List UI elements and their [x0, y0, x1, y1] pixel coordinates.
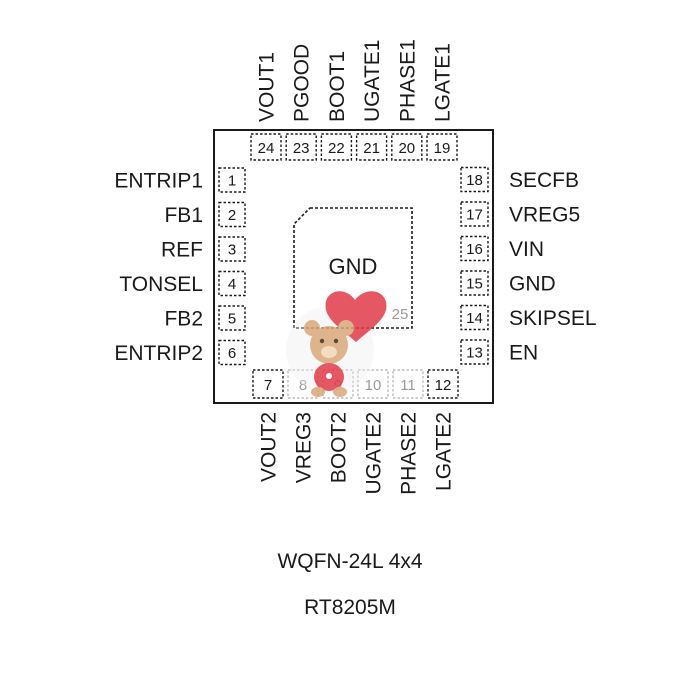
- pin-label-9: BOOT2: [328, 412, 351, 483]
- ic-body: [213, 129, 494, 404]
- pin-pad-3: [218, 236, 246, 262]
- pin-number-2: 2: [228, 207, 236, 224]
- pin-pad-16: [460, 235, 489, 262]
- pin-label-7: VOUT2: [258, 412, 281, 482]
- pin-label-10: UGATE2: [363, 412, 386, 494]
- pin-pad-7: [252, 369, 284, 399]
- pin-number-21: 21: [363, 140, 380, 157]
- pin-label-11: PHASE2: [398, 412, 421, 495]
- pin-pad-21: [355, 133, 388, 161]
- pin-number-15: 15: [466, 276, 483, 293]
- pin-number-23: 23: [293, 140, 310, 157]
- pin-pad-5: [218, 305, 246, 331]
- pin-pad-22: [320, 133, 353, 161]
- pin-label-17: VREG5: [509, 204, 580, 227]
- pin-label-8: VREG3: [293, 412, 316, 483]
- pin-label-23: PGOOD: [291, 44, 314, 122]
- pin-pad-23: [285, 133, 317, 161]
- pin-label-1: ENTRIP1: [114, 170, 203, 193]
- exposed-pad-number: 25: [392, 306, 409, 323]
- pin-pad-24: [250, 133, 282, 161]
- pin-number-10: 10: [365, 377, 382, 394]
- pin-pad-13: [460, 339, 489, 365]
- pin-pad-4: [218, 270, 246, 297]
- pin-number-14: 14: [466, 310, 483, 327]
- pin-pad-15: [460, 270, 489, 296]
- pins-right: 13 EN 14 SKIPSEL 15 GND 16 VIN 17 VREG5 18 SECFB: [460, 166, 597, 365]
- pin-number-1: 1: [228, 173, 236, 190]
- pin-number-19: 19: [434, 140, 451, 157]
- pin-pad-10: [357, 369, 389, 399]
- pin-number-24: 24: [258, 140, 275, 157]
- pin-label-20: PHASE1: [396, 39, 419, 122]
- pin-label-19: LGATE1: [432, 43, 455, 122]
- pin-number-4: 4: [228, 276, 236, 293]
- pin-number-16: 16: [466, 241, 483, 258]
- pin-pad-12: [427, 369, 459, 399]
- pin-pad-11: [392, 369, 424, 399]
- pin-pad-6: [218, 339, 246, 366]
- pin-number-3: 3: [228, 242, 236, 259]
- pin-label-24: VOUT1: [256, 52, 279, 122]
- pin-label-22: BOOT1: [326, 51, 349, 122]
- pin-label-2: FB1: [164, 204, 203, 227]
- pins-top: 19 LGATE1 20 PHASE1 21 UGATE1 22 BOOT1 23 PGOOD 24…: [250, 39, 458, 161]
- pin-label-3: REF: [161, 239, 203, 262]
- pin-number-12: 12: [435, 377, 452, 394]
- pin-label-14: SKIPSEL: [509, 307, 597, 330]
- pin-label-6: ENTRIP2: [114, 342, 203, 365]
- pin-number-11: 11: [400, 377, 416, 394]
- pin-number-18: 18: [466, 172, 483, 189]
- pin-label-21: UGATE1: [361, 40, 384, 122]
- pin-number-13: 13: [466, 345, 483, 362]
- pin-number-20: 20: [398, 140, 415, 157]
- pin-pad-18: [460, 166, 489, 193]
- pin-pad-1: [218, 167, 246, 193]
- pin-pad-14: [460, 304, 489, 331]
- pin-pad-2: [218, 201, 246, 228]
- pin-label-13: EN: [509, 342, 538, 365]
- pin-number-17: 17: [466, 207, 483, 224]
- package-caption: WQFN-24L 4x4: [277, 550, 423, 573]
- pin-label-12: LGATE2: [433, 412, 456, 491]
- pin-number-6: 6: [228, 345, 236, 362]
- pins-left: 1 ENTRIP1 2 FB1 3 REF 4 TONSEL 5 FB2 6 ENTRIP2: [114, 167, 246, 366]
- exposed-pad-label: GND: [329, 254, 378, 279]
- pin-number-5: 5: [228, 311, 236, 328]
- teddy-bear-heart-icon: [286, 291, 387, 397]
- pin-label-5: FB2: [164, 308, 203, 331]
- pin-label-18: SECFB: [509, 169, 579, 192]
- pin-pad-17: [460, 201, 489, 227]
- pin-number-7: 7: [264, 377, 272, 394]
- pin-number-8: 8: [299, 377, 307, 394]
- pin-pad-20: [391, 133, 423, 161]
- pin-number-22: 22: [328, 140, 345, 157]
- pin-label-15: GND: [509, 273, 556, 296]
- pin-pad-19: [426, 133, 458, 161]
- part-number-caption: RT8205M: [304, 596, 396, 619]
- pin-label-4: TONSEL: [119, 273, 203, 296]
- pin-label-16: VIN: [509, 238, 544, 261]
